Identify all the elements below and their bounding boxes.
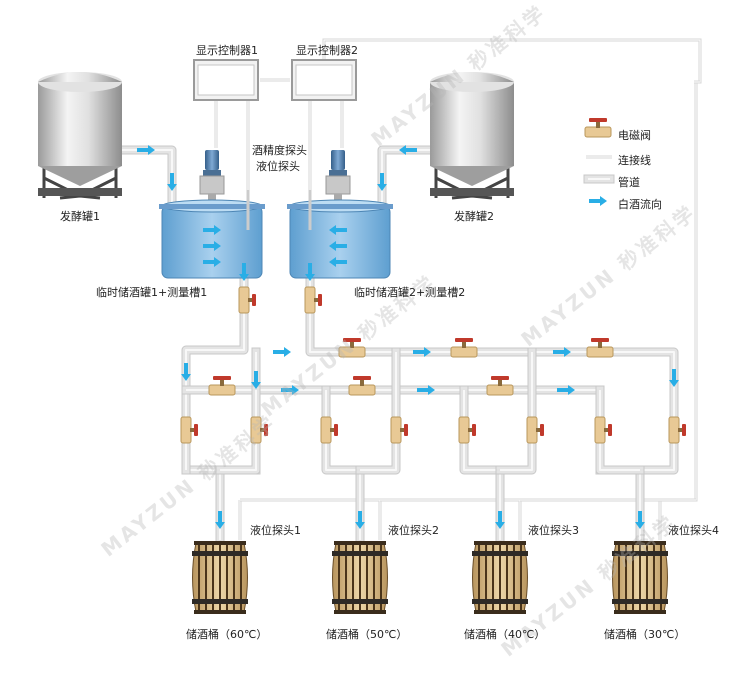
pipe: [355, 347, 401, 475]
controller-1: [193, 59, 259, 101]
flow-arrow-icon: [589, 196, 607, 206]
flow-arrow-icon: [281, 385, 299, 395]
storage-barrel-2: [332, 541, 388, 614]
valve-icon: [586, 338, 614, 358]
legend-label-flow: 白酒流向: [618, 198, 662, 211]
valve-icon: [238, 286, 256, 314]
fermentation-tank-2: [430, 72, 514, 200]
flow-arrow-icon: [399, 145, 417, 155]
temp-tank-label-2: 临时储酒罐2+测量槽2: [354, 286, 466, 299]
controller-label-1: 显示控制器1: [196, 44, 258, 57]
flow-arrow-icon: [329, 241, 347, 251]
temp-tank-2: [287, 199, 393, 279]
stirrer-motor-1: [199, 150, 225, 206]
barrel-label-2: 储酒桶（50℃）: [326, 628, 408, 641]
level-probe-label-2: 液位探头2: [388, 524, 439, 537]
flow-arrow-icon: [203, 241, 221, 251]
level-probe-label-3: 液位探头3: [528, 524, 579, 537]
valve-icon: [348, 376, 376, 396]
valve-icon: [450, 338, 478, 358]
barrel-label-1: 储酒桶（60℃）: [186, 628, 268, 641]
probe-label-line-2: 液位探头: [256, 160, 300, 173]
flow-arrow-icon: [239, 263, 249, 281]
fermentation-tank-1: [38, 72, 122, 200]
valve-icon: [526, 416, 544, 444]
valve-icon: [320, 416, 338, 444]
flow-arrow-icon: [181, 363, 191, 381]
fermentation-tank-label-1: 发酵罐1: [60, 210, 100, 223]
valve-icon: [584, 118, 612, 138]
barrel-label-3: 储酒桶（40℃）: [464, 628, 546, 641]
valve-icon: [304, 286, 322, 314]
flow-arrow-icon: [251, 371, 261, 389]
valve-icon: [390, 416, 408, 444]
level-probe-label-4: 液位探头4: [668, 524, 719, 537]
valve-icon: [180, 416, 198, 444]
valve-icon: [668, 416, 686, 444]
controller-label-2: 显示控制器2: [296, 44, 358, 57]
legend-label-pipe: 管道: [618, 176, 640, 189]
valve-icon: [458, 416, 476, 444]
valve-icon: [208, 376, 236, 396]
storage-barrel-3: [472, 541, 528, 614]
level-probe-label-1: 液位探头1: [250, 524, 301, 537]
valve-icon: [594, 416, 612, 444]
flow-arrow-icon: [329, 225, 347, 235]
pipe: [251, 385, 605, 475]
probe-label-line-1: 酒精度探头: [252, 144, 307, 157]
barrel-label-4: 储酒桶（30℃）: [604, 628, 686, 641]
pipe: [181, 273, 249, 545]
valve-icon: [486, 376, 514, 396]
controller-2: [291, 59, 357, 101]
flow-arrow-icon: [669, 369, 679, 387]
flow-arrow-icon: [355, 511, 365, 529]
flow-arrow-icon: [329, 257, 347, 267]
flow-arrow-icon: [305, 263, 315, 281]
flow-arrow-icon: [495, 511, 505, 529]
legend-label-connection-line: 连接线: [618, 154, 651, 167]
flow-arrow-icon: [167, 173, 177, 191]
temp-tank-label-1: 临时储酒罐1+测量槽1: [96, 286, 208, 299]
legend-label-valve: 电磁阀: [618, 129, 651, 142]
flow-arrow-icon: [413, 347, 431, 357]
flow-arrow-icon: [553, 347, 571, 357]
flow-arrow-icon: [635, 511, 645, 529]
stirrer-motor-2: [325, 150, 351, 206]
pipe: [495, 347, 537, 475]
flow-arrow-icon: [377, 173, 387, 191]
flow-arrow-icon: [557, 385, 575, 395]
pipe: [459, 385, 505, 545]
valve-icon: [250, 416, 268, 444]
flow-arrow-icon: [203, 225, 221, 235]
pipe: [117, 145, 177, 211]
pipe: [321, 385, 365, 545]
flow-arrow-icon: [203, 257, 221, 267]
flow-arrow-icon: [273, 347, 291, 357]
flow-arrow-icon: [417, 385, 435, 395]
temp-tank-1: [159, 199, 265, 279]
flow-arrow-icon: [137, 145, 155, 155]
pipe: [377, 145, 435, 211]
storage-barrel-4: [612, 541, 668, 614]
flow-arrow-icon: [215, 511, 225, 529]
fermentation-tank-label-2: 发酵罐2: [454, 210, 494, 223]
valve-icon: [338, 338, 366, 358]
storage-barrel-1: [192, 541, 248, 614]
